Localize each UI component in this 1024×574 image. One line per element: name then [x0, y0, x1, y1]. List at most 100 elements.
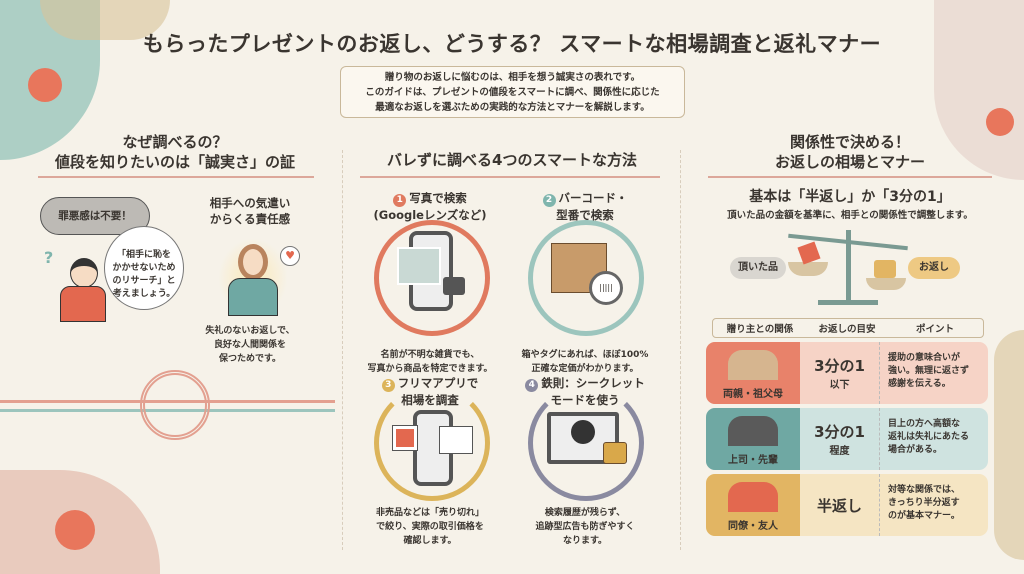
speech-bubble: 「相手に恥を かかせないため のリサーチ」と 考えましょう。 — [104, 226, 184, 310]
point-line: 目上の方へ高額な — [888, 419, 961, 429]
method-number-badge: 4 — [525, 379, 539, 392]
basic-rule-desc: 頂いた品の金額を基準に、相手との関係性で調整します。 — [727, 210, 973, 221]
desc-line: 正確な定価がわかります。 — [531, 364, 639, 374]
price-chart-icon — [439, 426, 473, 454]
point-line: 強い。無理に返さず — [888, 366, 970, 376]
bubble-line: かかせないため — [112, 263, 176, 273]
method-2-ring: ||||| — [528, 220, 644, 336]
heart-icon: ♥ — [280, 246, 300, 266]
relationship-cell: 同僚・友人 — [706, 474, 800, 536]
mizuhiki-knot-decoration — [140, 370, 210, 440]
heading-rule — [708, 176, 992, 178]
amount-cell: 半返し — [800, 474, 880, 536]
shopping-bag-icon — [392, 425, 418, 451]
decor-wave-topleft-gold — [40, 0, 170, 40]
right-heading-line: お返しの相場とマナー — [774, 153, 925, 171]
desc-line: 名前が不明な雑貨でも、 — [380, 350, 480, 360]
amount-value: 3分の1 — [814, 423, 865, 441]
point-line: 感謝を伝える。 — [888, 379, 951, 389]
bubble-line: 考えましょう。 — [112, 289, 176, 299]
bubble-line: のリサーチ」と — [112, 276, 176, 286]
magnifier-barcode-icon: ||||| — [589, 271, 623, 305]
padlock-icon — [603, 442, 627, 464]
point-line: 返礼は失礼にあたる — [888, 432, 970, 442]
amount-value: 半返し — [816, 496, 862, 515]
relationship-label: 上司・先輩 — [728, 455, 778, 466]
method-number-badge: 1 — [393, 194, 407, 207]
column-header: ポイント — [915, 324, 954, 335]
desc-line: なります。 — [562, 536, 608, 546]
amount-cell: 3分の1 以下 — [800, 342, 880, 404]
right-heading: 関係性で決める！ お返しの相場とマナー — [700, 132, 1000, 172]
page-title: もらったプレゼントのお返し、どうする？ スマートな相場調査と返礼マナー — [142, 32, 882, 56]
table-row: 両親・祖父母 3分の1 以下 援助の意味合いが強い。無理に返さず感謝を伝える。 — [706, 342, 988, 404]
plum-flower-icon — [55, 510, 95, 550]
grandparents-illustration — [728, 350, 778, 380]
column-divider — [680, 150, 681, 550]
mug-photo — [397, 247, 441, 285]
relationship-label: 両親・祖父母 — [723, 389, 783, 400]
method-number-badge: 3 — [381, 379, 395, 392]
method-title-line: (Googleレンズなど) — [373, 208, 487, 222]
relationship-cell: 上司・先輩 — [706, 408, 800, 470]
high-five-illustration — [728, 482, 778, 512]
incognito-icon — [571, 420, 595, 444]
relationship-label: 同僚・友人 — [728, 521, 778, 532]
desc-line: 確認します。 — [403, 536, 457, 546]
column-header: 贈り主との関係 — [726, 324, 794, 335]
heading-rule — [38, 176, 314, 178]
desc-line: 写真から商品を特定できます。 — [367, 364, 493, 374]
amount-qualifier: 以下 — [829, 380, 850, 391]
method-3-desc: 非売品などは「売り切れ」 で絞り、実際の取引価格を 確認します。 — [355, 506, 505, 548]
right-heading-line: 関係性で決める！ — [789, 133, 910, 151]
left-heading-line: なぜ調べるの？ — [122, 133, 228, 151]
method-3-ring — [374, 385, 490, 501]
left-heading: なぜ調べるの？ 値段を知りたいのは「誠実さ」の証 — [30, 132, 320, 172]
middle-heading: バレずに調べる4つのスマートな方法 — [387, 151, 637, 169]
amount-value: 3分の1 — [814, 357, 865, 375]
desc-line: 良好な人間関係を — [213, 340, 286, 350]
heading-rule — [360, 176, 660, 178]
basic-rule: 基本は「半返し」か「3分の1」 — [749, 189, 951, 205]
method-2-desc: 箱やタグにあれば、ほぼ100% 正確な定価がわかります。 — [510, 348, 660, 376]
point-line: 対等な関係では、 — [888, 485, 961, 495]
decor-wave-bottomright — [994, 330, 1024, 560]
responsibility-title-line: 相手への気遣い — [209, 196, 291, 210]
return-gift-label: お返し — [908, 257, 960, 279]
amount-qualifier: 程度 — [829, 446, 850, 457]
method-1-ring — [374, 220, 490, 336]
method-number-badge: 2 — [542, 194, 556, 207]
column-header: お返しの目安 — [818, 324, 876, 335]
balance-scale-icon — [788, 228, 908, 308]
intro-box: 贈り物のお返しに悩むのは、相手を想う誠実さの表れです。 このガイドは、プレゼント… — [340, 66, 685, 118]
intro-line: 贈り物のお返しに悩むのは、相手を想う誠実さの表れです。 — [384, 72, 641, 83]
method-4-ring — [528, 385, 644, 501]
desc-line: 失礼のないお返しで、 — [205, 326, 295, 336]
method-title-line: バーコード・ — [558, 191, 628, 205]
woman-thinking-illustration — [218, 238, 288, 318]
column-divider — [342, 150, 343, 550]
point-cell: 援助の意味合いが強い。無理に返さず感謝を伝える。 — [880, 342, 988, 404]
plum-flower-icon — [986, 108, 1014, 136]
responsibility-title: 相手への気遣い からくる責任感 — [200, 195, 300, 227]
table-header: 贈り主との関係 お返しの目安 ポイント — [712, 318, 984, 338]
man-thinking-illustration — [60, 258, 108, 326]
desc-line: 検索履歴が残らず、 — [544, 508, 626, 518]
point-line: 援助の意味合いが — [888, 353, 961, 363]
desc-line: 非売品などは「売り切れ」 — [375, 508, 484, 518]
method-title-line: 型番で検索 — [556, 208, 614, 222]
received-item-label: 頂いた品 — [730, 257, 786, 279]
point-cell: 目上の方へ高額な返礼は失礼にあたる場合がある。 — [880, 408, 988, 470]
question-mark-icon: ? — [44, 248, 54, 267]
relationship-cell: 両親・祖父母 — [706, 342, 800, 404]
left-heading-line: 値段を知りたいのは「誠実さ」の証 — [54, 153, 295, 171]
point-line: のが基本マナー。 — [888, 511, 960, 521]
table-row: 上司・先輩 3分の1 程度 目上の方へ高額な返礼は失礼にあたる場合がある。 — [706, 408, 988, 470]
bubble-line: 「相手に恥を — [116, 250, 171, 260]
method-4-desc: 検索履歴が残らず、 追跡型広告も防ぎやすく なります。 — [510, 506, 660, 548]
plum-flower-icon — [28, 68, 62, 102]
method-1-desc: 名前が不明な雑貨でも、 写真から商品を特定できます。 — [355, 348, 505, 376]
table-row: 同僚・友人 半返し 対等な関係では、きっちり半分返すのが基本マナー。 — [706, 474, 988, 536]
